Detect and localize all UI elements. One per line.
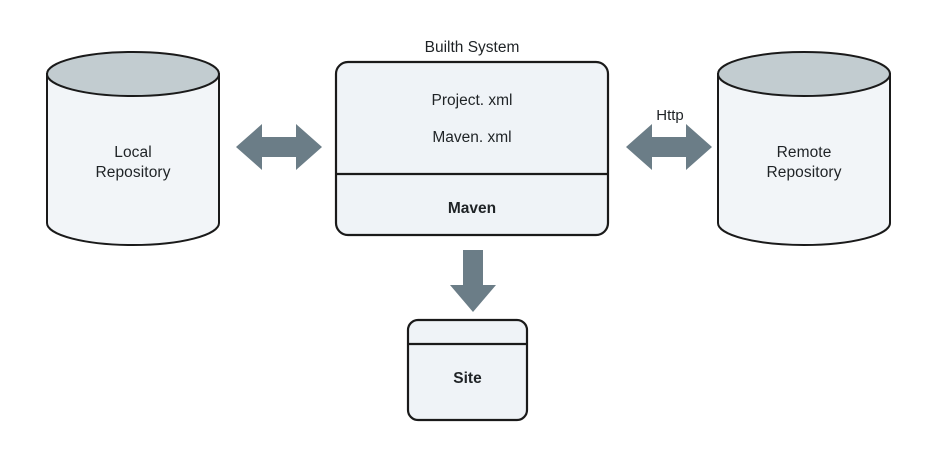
double-headed-arrow-right <box>626 124 712 170</box>
connector-build-to-site[interactable] <box>450 250 496 312</box>
node-site[interactable] <box>406 318 529 422</box>
local-repository-cylinder-top <box>46 51 220 97</box>
node-local-repository[interactable] <box>46 51 220 246</box>
double-headed-arrow-left <box>236 124 322 170</box>
node-build-system[interactable] <box>334 60 610 237</box>
remote-repository-cylinder-body <box>717 73 891 246</box>
connector-local-to-build[interactable] <box>236 124 322 170</box>
remote-repository-cylinder-top <box>717 51 891 97</box>
node-remote-repository[interactable] <box>717 51 891 246</box>
connector-build-to-remote[interactable] <box>626 124 712 170</box>
down-arrow-to-site <box>450 250 496 312</box>
local-repository-cylinder-body <box>46 73 220 246</box>
site-box <box>406 318 529 422</box>
build-system-panel <box>334 60 610 237</box>
